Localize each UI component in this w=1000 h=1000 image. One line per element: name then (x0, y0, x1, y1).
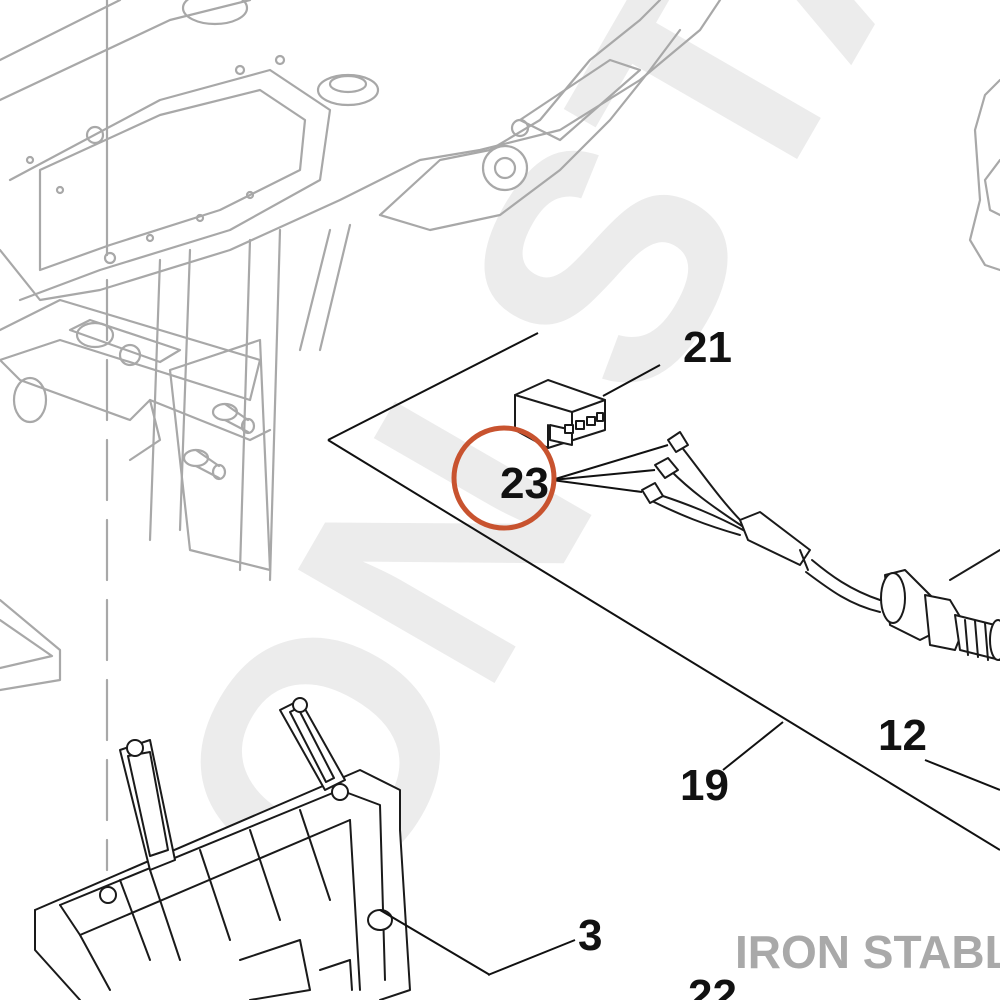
frame-strut (128, 398, 162, 462)
frame-arm-lower (378, 28, 682, 232)
callout-3-leader (379, 909, 576, 976)
part-21-connector[interactable] (514, 379, 606, 449)
frame-tube (75, 321, 115, 349)
frame-hole (195, 213, 205, 223)
part-12-sensor[interactable] (880, 549, 1000, 661)
frame-hole (145, 233, 155, 243)
frame-crossbeam (0, 298, 262, 402)
frame-boss (181, 0, 249, 26)
callout-3[interactable]: 3 (578, 911, 602, 960)
part-23-wire-harness[interactable] (641, 431, 881, 613)
callout-21[interactable]: 21 (683, 323, 732, 372)
frame-side-plate (168, 338, 272, 572)
frame-tube-end (118, 343, 142, 367)
frame-plate-outline (8, 68, 332, 302)
frame-hole (103, 251, 117, 265)
frame-link (518, 58, 642, 142)
frame-post (148, 228, 282, 582)
harness-callout-box (327, 332, 1000, 851)
callout-12[interactable]: 12 (878, 711, 927, 760)
frame-boss-inner (328, 74, 368, 94)
frame-hole (274, 54, 286, 66)
callout-22[interactable]: 22 (688, 971, 737, 1000)
frame-hole (25, 155, 35, 165)
callout-21-leader (602, 364, 661, 397)
harness-box-top-edge (327, 332, 539, 441)
right-edge-part (968, 78, 1000, 272)
callout-19-leader (722, 721, 784, 771)
frame-hole (245, 190, 255, 200)
highlight-circle (451, 425, 557, 531)
left-box-face (0, 618, 54, 670)
frame-hole (234, 64, 246, 76)
frame-bolt (182, 448, 227, 481)
frame-hole (55, 185, 65, 195)
frame-assembly (0, 0, 1000, 872)
frame-pivot (481, 144, 529, 192)
frame-lower-beam (0, 358, 272, 442)
callout-23[interactable]: 23 (500, 459, 549, 508)
frame-post-right (298, 223, 352, 352)
frame-pivot-inner (493, 156, 517, 180)
frame-crossbeam-slot (68, 318, 182, 364)
frame-mount (12, 376, 48, 424)
frame-lower-rail (0, 0, 722, 302)
frame-arm (378, 0, 662, 217)
frame-bolt (211, 402, 256, 435)
brand-watermark: IRON STABLE (735, 926, 1000, 978)
part-3-bracket[interactable] (34, 697, 411, 1000)
callout-12-leader (924, 759, 1000, 791)
callout-23-leaders (551, 444, 669, 493)
right-edge-part-inner (983, 158, 1000, 217)
left-box-outline (0, 598, 62, 692)
frame-hole (85, 125, 105, 145)
frame-plate-inner (38, 88, 307, 272)
frame-boss (316, 73, 380, 107)
frame-top-rail (0, 0, 252, 102)
harness-box-bottom-edge (327, 439, 1000, 851)
callout-19[interactable]: 19 (680, 761, 729, 810)
